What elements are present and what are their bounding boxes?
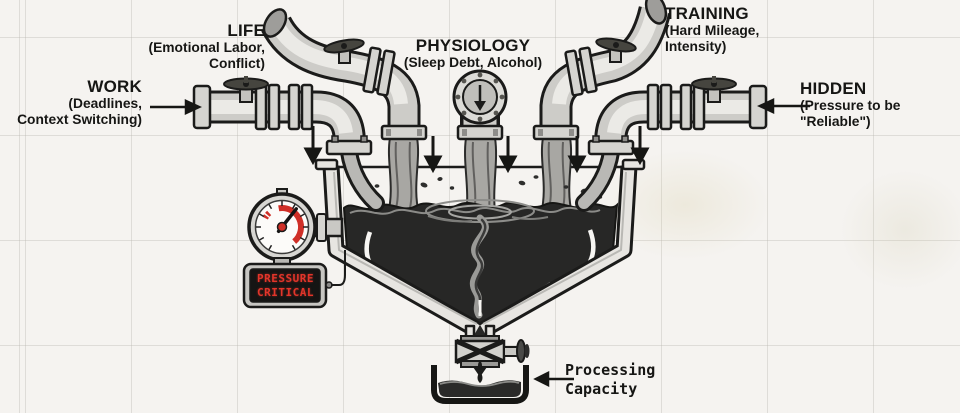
physiology-pipe <box>452 69 508 141</box>
pipe-flange <box>564 46 598 97</box>
work-subtitle: Context Switching) <box>17 112 142 127</box>
down-arrow-icon <box>630 126 650 166</box>
stream-exit-flange <box>456 124 504 141</box>
training-valve <box>595 37 637 63</box>
flow-down-arrows <box>303 126 650 174</box>
work-pipe <box>192 76 373 156</box>
life-valve <box>323 38 365 64</box>
hidden-label: HIDDEN (Pressure to be "Reliable") <box>800 80 945 130</box>
down-arrow-icon <box>567 136 587 174</box>
stream-exit-flange <box>532 124 580 141</box>
training-title: TRAINING <box>665 4 749 23</box>
bell-down-arrow-icon <box>474 85 486 111</box>
gauge-hub <box>276 221 288 233</box>
work-subtitle: (Deadlines, <box>68 96 142 111</box>
gauge-red-zone <box>278 205 304 244</box>
work-arrow-icon <box>150 99 202 115</box>
hidden-arrow-icon <box>757 98 810 114</box>
life-title: LIFE <box>227 21 265 40</box>
hidden-subtitle: "Reliable") <box>800 114 871 129</box>
pipe-open-end <box>262 8 288 38</box>
physiology-title: PHYSIOLOGY <box>415 36 531 55</box>
hidden-valve <box>691 76 737 103</box>
outlet-valve <box>454 335 530 377</box>
pressure-status-readout: PRESSURE CRITICAL <box>251 272 320 300</box>
panel-wire <box>331 250 346 286</box>
life-subtitle: Conflict) <box>209 56 265 71</box>
down-arrow-icon <box>498 136 518 174</box>
work-title: WORK <box>87 77 142 96</box>
training-label: TRAINING (Hard Mileage, Intensity) <box>665 5 805 55</box>
drips <box>477 360 483 383</box>
hidden-subtitle: (Pressure to be <box>800 98 901 113</box>
corner-spouts <box>340 143 620 212</box>
pressure-gauge <box>242 188 346 309</box>
hidden-title: HIDDEN <box>800 79 867 98</box>
processing-arrow-icon <box>533 370 574 388</box>
capacity-cup <box>431 365 529 404</box>
training-pipe <box>532 0 672 141</box>
gauge-red-wedge <box>262 209 273 220</box>
processing-capacity-label: Processing Capacity <box>565 361 655 399</box>
down-arrow-icon <box>423 136 443 174</box>
down-arrow-icon <box>303 126 323 166</box>
processing-capacity-line2: Capacity <box>565 380 638 398</box>
status-panel-screen <box>249 268 321 303</box>
pipe-flange <box>362 46 396 97</box>
processing-capacity-line1: Processing <box>565 361 656 379</box>
work-label: WORK (Deadlines, Context Switching) <box>0 78 142 128</box>
training-subtitle: Intensity) <box>665 39 727 54</box>
life-subtitle: (Emotional Labor, <box>148 40 265 55</box>
pipe-open-end <box>644 0 668 25</box>
pipe-flange <box>254 83 314 131</box>
stream-exit-flange <box>380 124 428 141</box>
label-arrows <box>150 98 810 388</box>
valve-side-stem <box>503 346 519 357</box>
pressure-status-line1: PRESSURE <box>257 272 314 285</box>
life-pipe <box>261 8 428 141</box>
inflow-streams <box>386 137 574 225</box>
life-label: LIFE (Emotional Labor, Conflict) <box>90 22 265 72</box>
physiology-subtitle: (Sleep Debt, Alcohol) <box>403 55 543 70</box>
bell-bolts <box>455 72 505 122</box>
valve-side-wheel <box>516 339 526 363</box>
training-subtitle: (Hard Mileage, <box>665 23 760 38</box>
work-valve <box>223 76 269 103</box>
tank-inlet-flange <box>325 135 373 156</box>
vortex <box>425 199 549 319</box>
hidden-pipe <box>587 76 768 156</box>
tank-walls <box>314 158 646 348</box>
pressure-status-line2: CRITICAL <box>257 286 314 299</box>
gauge-ticks <box>256 201 308 250</box>
physiology-label: PHYSIOLOGY (Sleep Debt, Alcohol) <box>378 37 568 71</box>
pipe-flange <box>646 83 706 131</box>
